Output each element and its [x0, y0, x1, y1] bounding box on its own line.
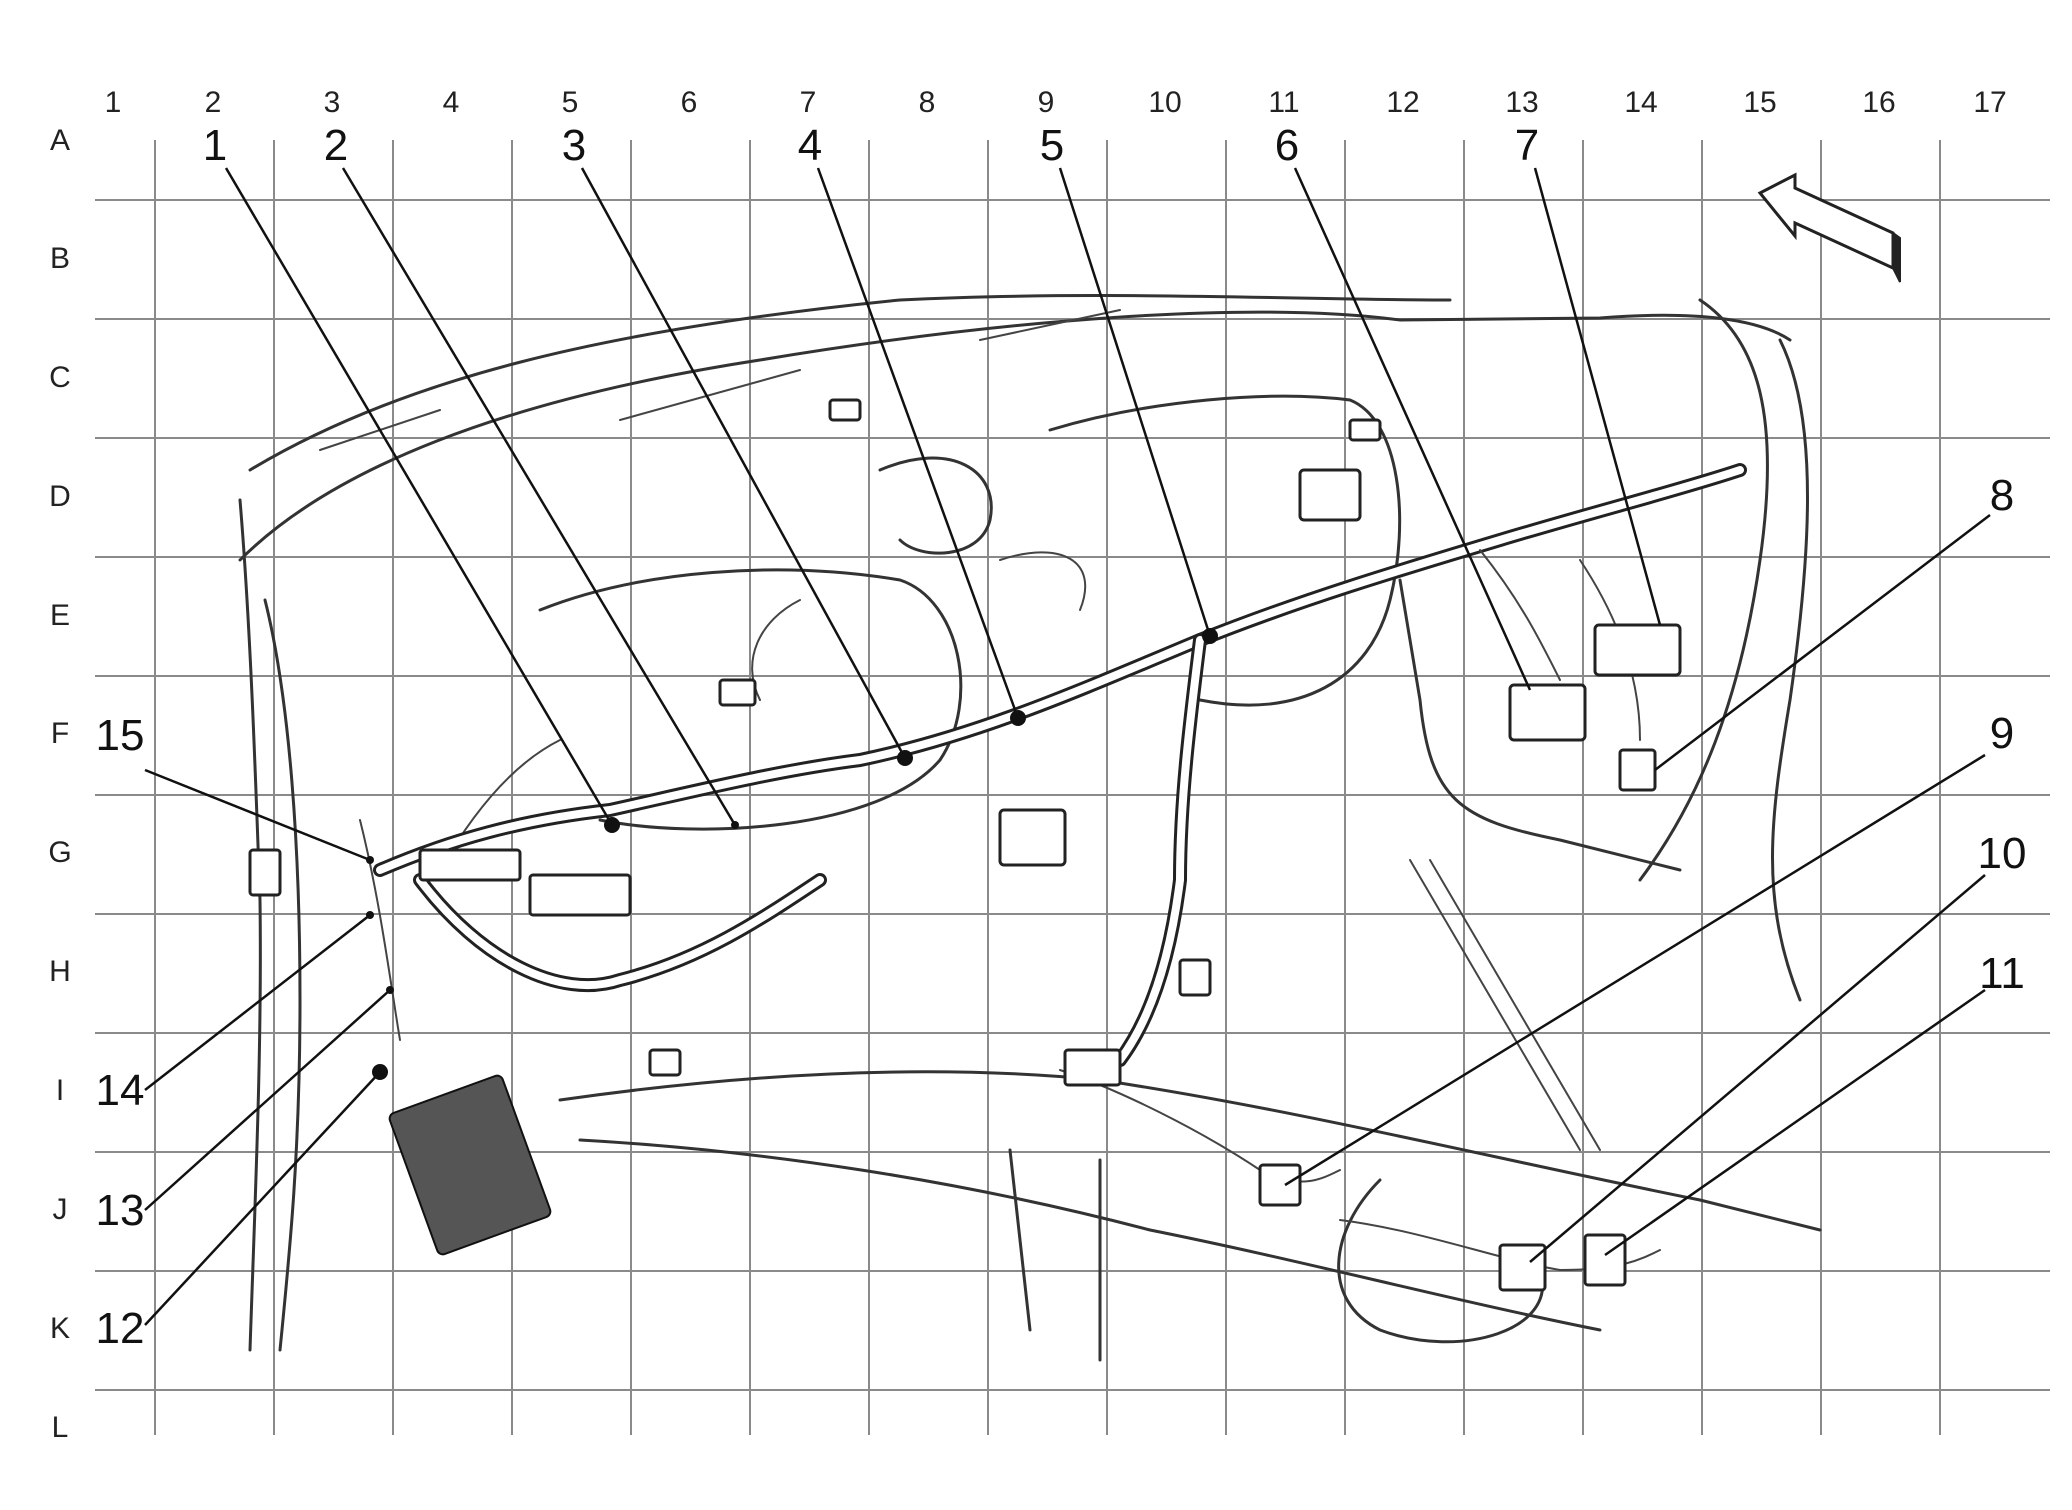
row-label: F	[51, 717, 69, 750]
forward-arrow-icon	[1757, 172, 1901, 283]
column-label: 9	[1038, 86, 1055, 119]
connector	[1298, 468, 1362, 522]
callout-leaders	[144, 167, 1991, 1326]
column-label: 4	[443, 86, 460, 119]
row-label: B	[50, 242, 70, 275]
main-wiring-harness	[359, 463, 1747, 1272]
connector	[528, 873, 632, 917]
column-label: 2	[205, 86, 222, 119]
column-label: 16	[1862, 86, 1895, 119]
column-label: 6	[681, 86, 698, 119]
callout-label: 12	[96, 1304, 145, 1353]
connector	[718, 678, 757, 707]
callout-label: 5	[1040, 121, 1064, 170]
connector	[1583, 1233, 1627, 1287]
callout-label: 10	[1978, 829, 2027, 878]
row-label: D	[49, 480, 71, 513]
column-label: 1	[105, 86, 122, 119]
column-label: 8	[919, 86, 936, 119]
callout-dots	[366, 628, 1218, 1080]
callout-label: 8	[1990, 471, 2014, 520]
connector	[1498, 1243, 1547, 1292]
row-label: A	[50, 124, 70, 157]
connector	[1348, 418, 1382, 442]
callout-label: 2	[324, 121, 348, 170]
connector	[1618, 748, 1657, 792]
callout-labels: 1 2 3 4 5 6 7 8 9 10 11 12 13 14 15	[96, 121, 2027, 1353]
callout-label: 4	[798, 121, 822, 170]
column-label: 13	[1505, 86, 1538, 119]
column-label: 3	[324, 86, 341, 119]
connector	[1178, 958, 1212, 997]
connector	[1593, 623, 1682, 677]
callout-label: 11	[1979, 949, 2025, 998]
column-label: 14	[1624, 86, 1657, 119]
column-label: 12	[1386, 86, 1419, 119]
row-label: G	[48, 836, 71, 869]
vehicle-body-outline	[238, 294, 1822, 1362]
row-label: I	[56, 1074, 64, 1107]
column-label: 17	[1973, 86, 2006, 119]
column-label: 15	[1743, 86, 1776, 119]
column-labels: 1 2 3 4 5 6 7 8 9 10 11 12 13 14 15 16 1…	[105, 86, 2007, 119]
fuse-block	[388, 1074, 552, 1256]
callout-label: 14	[96, 1066, 145, 1115]
row-label: C	[49, 361, 71, 394]
callout-label: 7	[1515, 121, 1539, 170]
row-label: H	[49, 955, 71, 988]
column-label: 5	[562, 86, 579, 119]
callout-label: 9	[1990, 709, 2014, 758]
column-label: 7	[800, 86, 817, 119]
reference-grid	[95, 140, 2050, 1435]
callout-label: 15	[96, 711, 145, 760]
callout-label: 13	[96, 1186, 145, 1235]
connectors	[248, 398, 1682, 1292]
connector	[1258, 1163, 1302, 1207]
callout-label: 3	[562, 121, 586, 170]
connector	[828, 398, 862, 422]
connector	[248, 848, 282, 897]
connector	[1508, 683, 1587, 742]
connector	[998, 808, 1067, 867]
callout-label: 1	[203, 121, 227, 170]
column-label: 11	[1268, 86, 1299, 119]
connector	[1063, 1048, 1122, 1087]
row-label: K	[50, 1312, 70, 1345]
column-label: 10	[1148, 86, 1181, 119]
connector	[418, 848, 522, 882]
row-label: L	[52, 1411, 69, 1444]
row-labels: A B C D E F G H I J K L	[48, 124, 71, 1444]
connector	[648, 1048, 682, 1077]
row-label: E	[50, 599, 70, 632]
callout-label: 6	[1275, 121, 1299, 170]
row-label: J	[53, 1193, 68, 1226]
